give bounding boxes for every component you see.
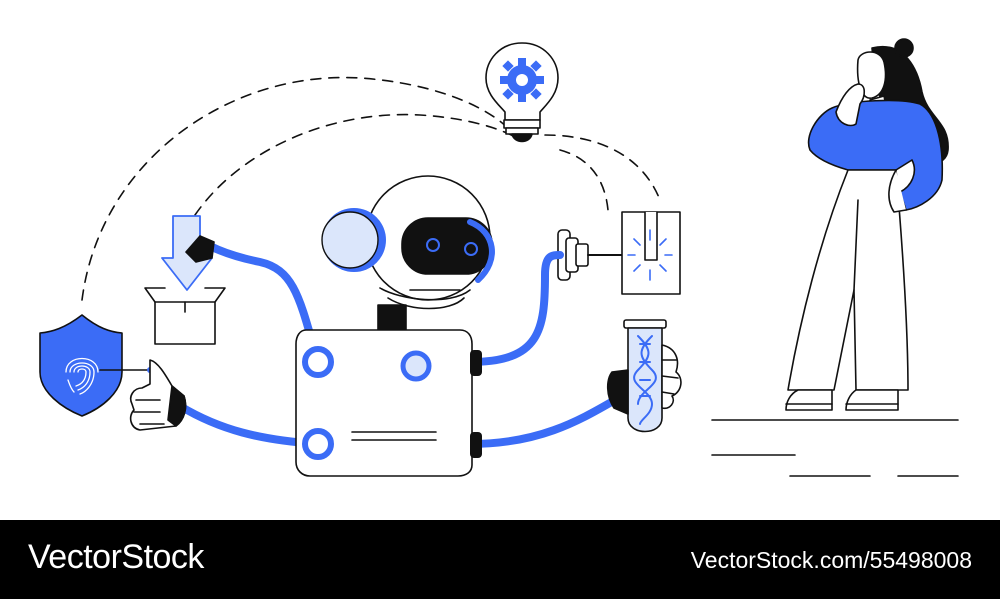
dna-test-tube-icon xyxy=(606,319,682,433)
laser-device-icon xyxy=(557,211,681,295)
vectorstock-logo: VectorStock xyxy=(28,538,204,576)
watermark-footer: VectorStock VectorStock.com/55498008 xyxy=(0,520,1000,599)
dna-icon xyxy=(633,335,657,425)
spark-icon xyxy=(627,229,673,281)
robot-icon xyxy=(321,175,495,336)
robot-hand-top xyxy=(185,235,215,263)
ground-lines xyxy=(711,419,959,477)
robot-automation-illustration xyxy=(39,38,959,477)
woman-thinking-figure xyxy=(785,38,949,411)
robot-arms xyxy=(176,242,619,448)
dashed-arc xyxy=(81,76,661,301)
robot-body xyxy=(295,329,482,477)
lightbulb-gear-icon xyxy=(485,42,559,143)
download-box-icon xyxy=(144,215,226,345)
shield-fingerprint-icon xyxy=(39,314,153,417)
fingerprint-icon xyxy=(65,358,99,395)
robot-hand-left xyxy=(129,359,187,431)
image-id-text: VectorStock.com/55498008 xyxy=(690,547,972,573)
